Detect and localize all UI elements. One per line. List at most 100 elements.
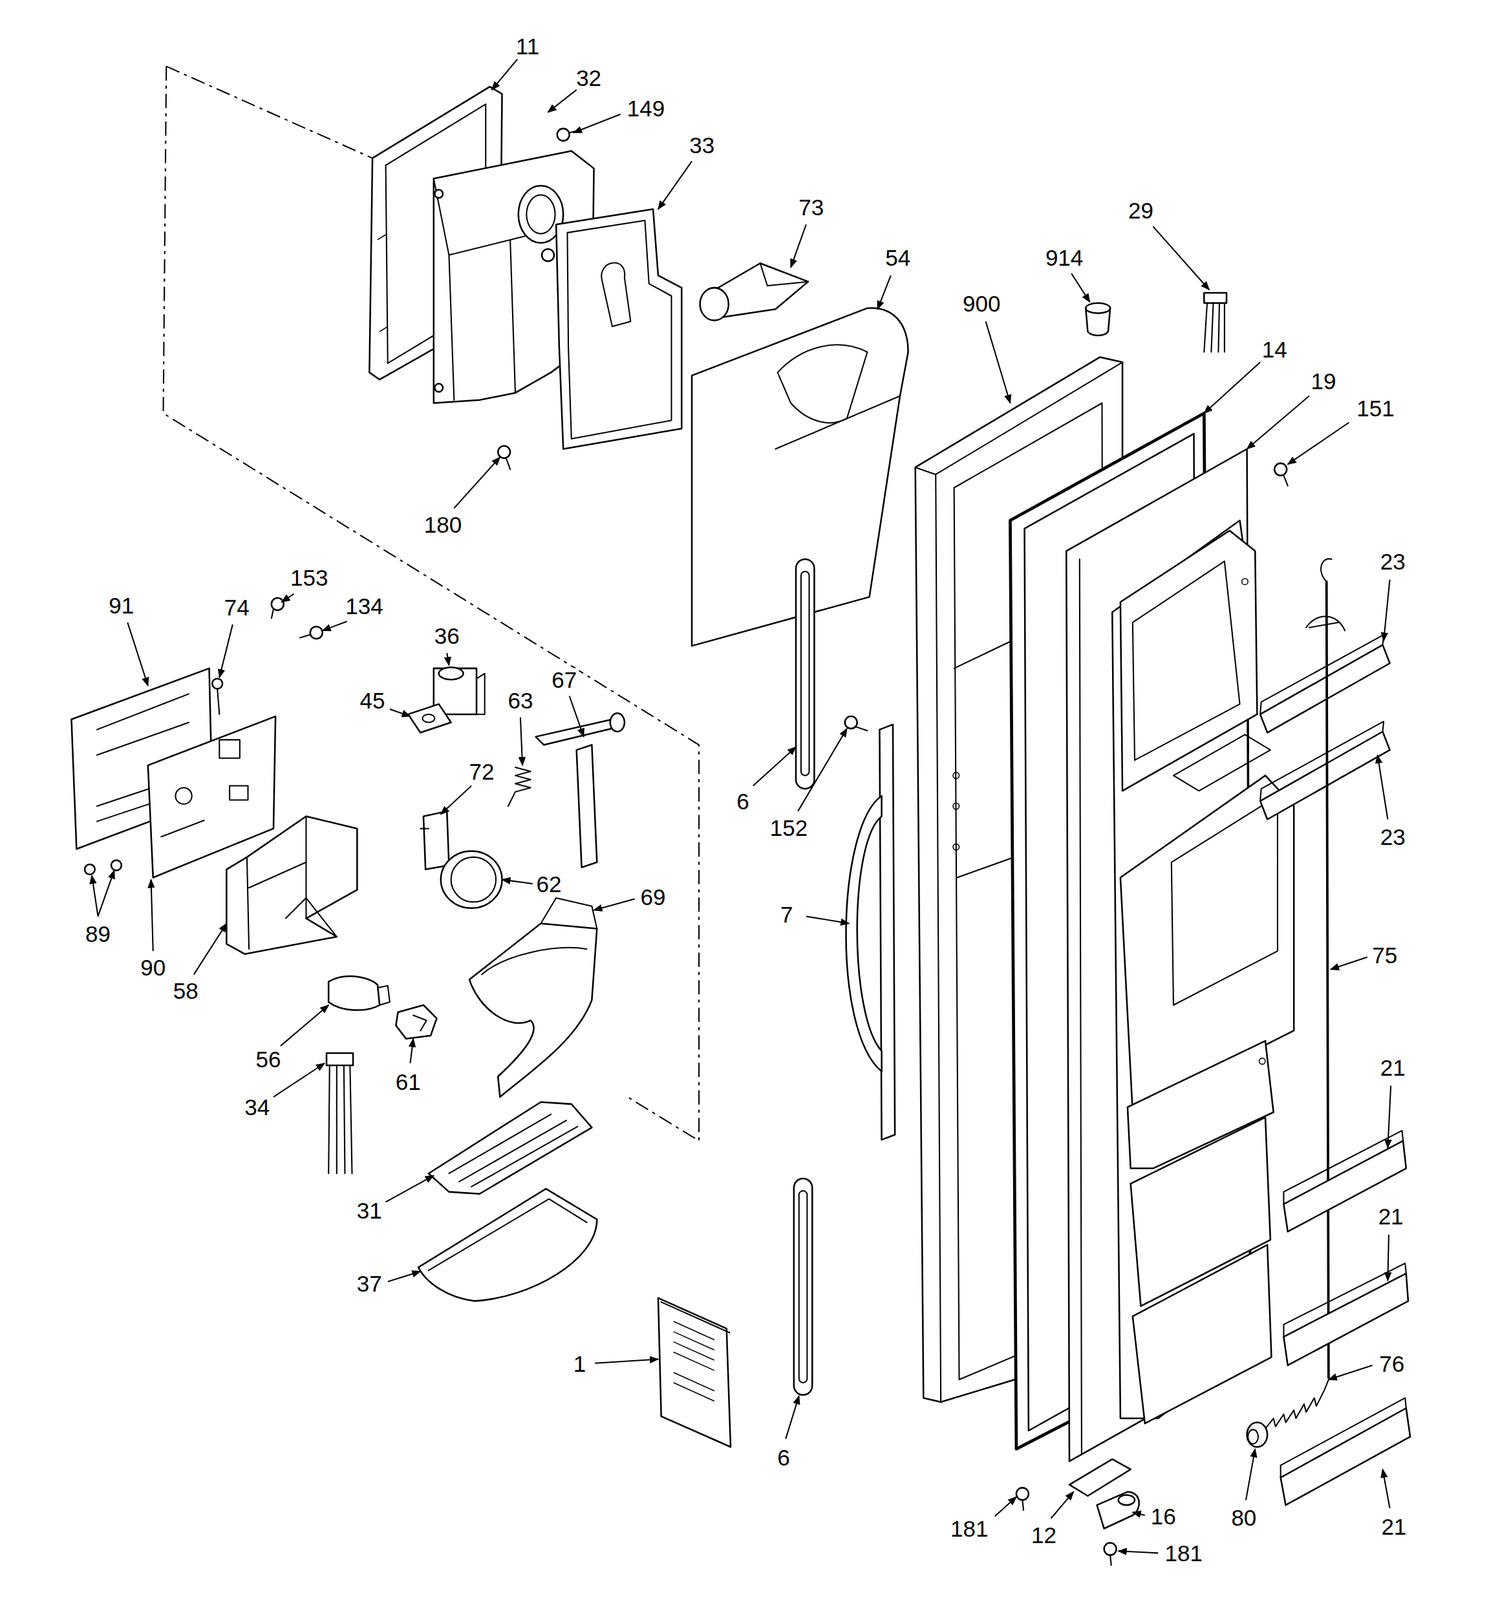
screw (1274, 463, 1287, 476)
shelf-bar (1283, 1141, 1406, 1232)
door-lever (535, 719, 621, 745)
door-liner (1173, 734, 1271, 791)
control-board (175, 788, 192, 805)
callout-number: 91 (106, 593, 136, 617)
control-board (219, 739, 240, 758)
grille (448, 1114, 578, 1188)
leader-line (280, 1005, 329, 1047)
door-liner (1120, 530, 1257, 792)
rod (1306, 558, 1345, 631)
shelf-bar (1260, 731, 1390, 820)
leader-line (91, 875, 98, 917)
dispenser-housing (226, 816, 357, 955)
trim-strip (793, 1178, 813, 1396)
leader-line (409, 1039, 414, 1064)
ring (451, 857, 496, 902)
screw (557, 128, 570, 141)
trim-strip (801, 571, 810, 776)
leader-line (877, 275, 891, 310)
screw (300, 634, 311, 639)
door-panel (953, 843, 959, 850)
leader-line (1382, 1469, 1391, 1509)
screw (1274, 463, 1288, 487)
control-board (160, 820, 204, 837)
ice-funnel (700, 287, 729, 321)
spring (508, 767, 531, 807)
door-lever (610, 713, 625, 732)
callout-number: 61 (393, 1070, 423, 1093)
callout-number: 181 (948, 1517, 990, 1541)
callout-number: 45 (358, 688, 388, 712)
door-liner (1259, 1058, 1266, 1065)
callout-number: 6 (775, 1445, 792, 1469)
callout-number: 19 (1308, 369, 1338, 392)
callout-number: 1 (571, 1351, 588, 1375)
lamp (328, 976, 380, 1010)
screw (84, 864, 96, 875)
callout-number: 23 (1378, 550, 1408, 573)
leader-line (385, 1175, 434, 1202)
callout-number: 90 (138, 956, 168, 979)
callout-number: 36 (432, 624, 462, 648)
leader-line (785, 1395, 800, 1439)
leader-line (151, 879, 154, 952)
callout-number: 11 (514, 34, 542, 58)
hinge-bracket (1069, 1459, 1140, 1529)
wire (212, 678, 223, 715)
manual (658, 1298, 731, 1447)
callout-number: 56 (254, 1048, 284, 1071)
screw (845, 716, 868, 731)
group-boundary (163, 66, 700, 1142)
leader-line (1132, 1512, 1146, 1516)
callout-number: 76 (1377, 1351, 1407, 1375)
callout-number: 153 (288, 566, 330, 590)
grille (428, 1102, 593, 1195)
callout-number: 21 (1376, 1205, 1406, 1228)
spring (1265, 1379, 1329, 1429)
end-cap (1247, 1422, 1268, 1447)
ice-funnel (700, 263, 809, 321)
dispenser-housing (434, 383, 443, 392)
door-handle (879, 724, 895, 1140)
hinge-bracket (1069, 1459, 1131, 1497)
callout-number: 37 (354, 1272, 385, 1296)
end-cap (1247, 1422, 1268, 1447)
ice-chute (469, 898, 597, 1098)
lamp (377, 985, 390, 1006)
ring (440, 850, 503, 908)
door-liner (1242, 578, 1248, 585)
leader-line (1152, 226, 1210, 290)
callout-number: 151 (1354, 396, 1396, 420)
leader-line (573, 114, 621, 133)
callout-number: 134 (343, 594, 385, 618)
callout-number: 181 (1163, 1542, 1205, 1565)
door-stop-cap (1085, 303, 1111, 336)
shelf-bar (1280, 1130, 1411, 1506)
screw (1283, 475, 1288, 487)
shelf-bar (1260, 721, 1384, 802)
door-handle (846, 795, 882, 1072)
callout-number: 900 (960, 291, 1003, 315)
leader-line (1203, 362, 1261, 414)
leader-line (281, 594, 295, 603)
trim-strip (793, 559, 815, 1396)
wire-harness (326, 1053, 354, 1174)
screw (1110, 1555, 1112, 1566)
dispenser-cover (775, 395, 900, 449)
callout-number: 89 (83, 922, 113, 946)
lamp (328, 976, 390, 1010)
gasket (556, 209, 682, 450)
rod (1326, 581, 1329, 1378)
door-lever (535, 713, 625, 868)
door-handle (846, 724, 896, 1140)
control-board (229, 785, 248, 800)
hinge-bracket (1118, 1494, 1135, 1506)
manual (661, 1302, 730, 1333)
dispenser-housing (226, 816, 357, 955)
callout-number: 69 (638, 885, 668, 909)
wire (217, 688, 220, 714)
spring (1265, 1379, 1329, 1429)
leader-line (219, 624, 233, 678)
manual (673, 1321, 715, 1402)
screw (310, 626, 323, 639)
